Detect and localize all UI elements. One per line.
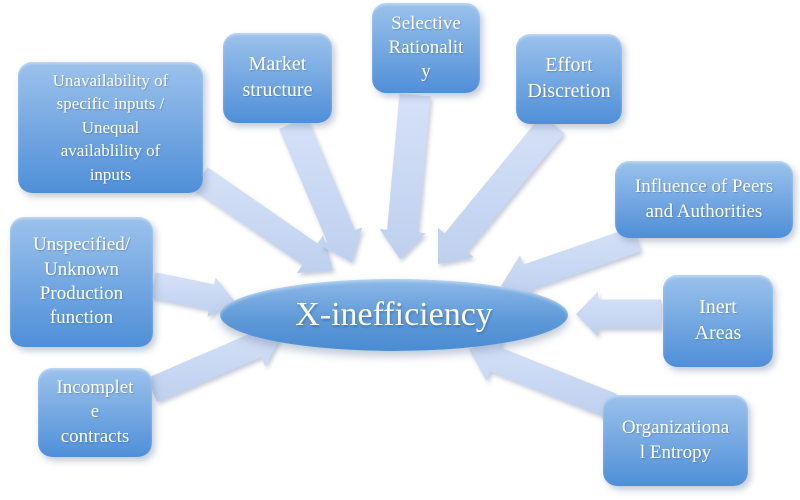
arrow-organizational-entropy-to-center [469, 338, 617, 419]
node-organizational-entropy: Organizationa l Entropy [603, 395, 748, 486]
arrow-inert-areas-to-center [576, 291, 661, 337]
node-market-structure: Market structure [223, 33, 332, 123]
arrow-unavailability-of-inputs-to-center [192, 167, 333, 273]
node-inert-areas: Inert Areas [663, 275, 773, 367]
node-unavailability-of-inputs: Unavailability of specific inputs / Uneq… [18, 62, 203, 193]
center-node-x-inefficiency: X-inefficiency [220, 279, 568, 351]
node-effort-discretion: Effort Discretion [516, 34, 622, 124]
arrow-incomplete-contracts-to-center [146, 324, 282, 402]
node-influence-of-peers-and-authorities: Influence of Peers and Authorities [615, 161, 793, 238]
arrow-effort-discretion-to-center [438, 114, 565, 264]
arrow-selective-rationality-to-center [379, 93, 431, 259]
arrow-market-structure-to-center [279, 117, 363, 262]
node-unspecified-production-function: Unspecified/ Unknown Production function [10, 217, 153, 347]
node-selective-rationality: Selective Rationalit y [372, 3, 480, 93]
arrow-influence-of-peers-and-authorities-to-center [501, 226, 642, 299]
node-incomplete-contracts: Incomplet e contracts [38, 368, 152, 457]
arrow-unspecified-production-function-to-center [150, 272, 235, 317]
